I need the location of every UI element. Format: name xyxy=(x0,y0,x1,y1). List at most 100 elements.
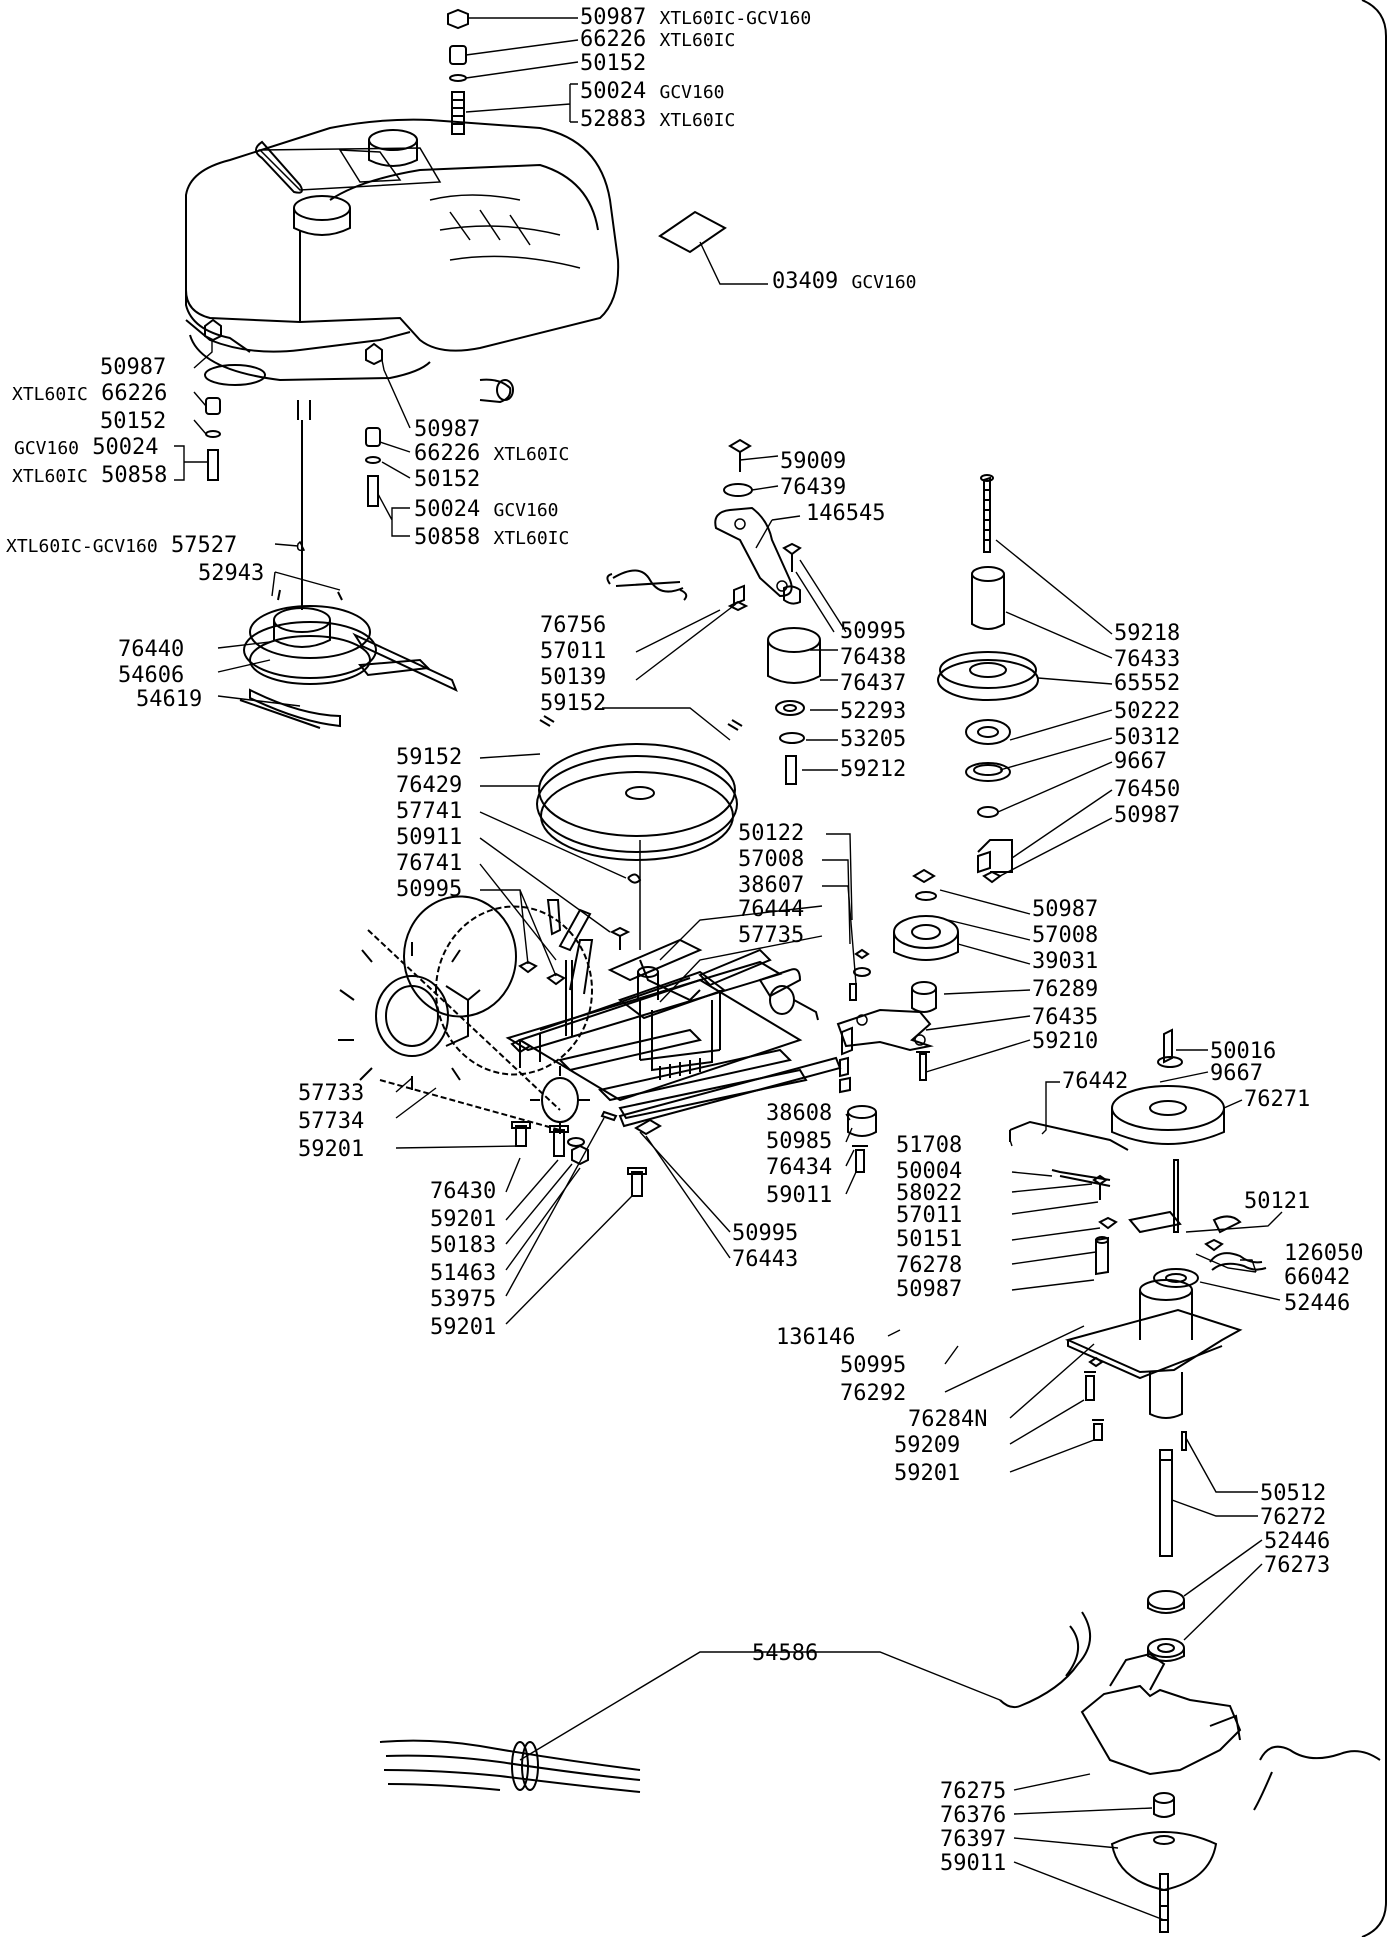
model-suffix: XTL60IC xyxy=(493,528,570,549)
part-number: 76275 xyxy=(940,1779,1007,1804)
part-number: 52293 xyxy=(840,699,907,724)
label-65552: 65552 xyxy=(1114,672,1180,696)
part-number: 59201 xyxy=(430,1315,497,1340)
label-57008-left: 57008 xyxy=(738,848,804,872)
label-50121: 50121 xyxy=(1244,1190,1310,1214)
model-suffix: GCV160 xyxy=(659,82,725,103)
part-number: 76438 xyxy=(840,645,907,670)
label-57527: XTL60IC-GCV160 57527 xyxy=(6,534,237,559)
part-number: 57733 xyxy=(298,1081,365,1106)
label-57011-upper: 57011 xyxy=(540,640,606,664)
label-76271: 76271 xyxy=(1244,1088,1310,1112)
label-58022: 58022 xyxy=(896,1182,962,1206)
label-50987-center: 50987 xyxy=(1032,898,1098,922)
part-number: 76437 xyxy=(840,671,907,696)
label-76450: 76450 xyxy=(1114,778,1180,802)
part-number: 53205 xyxy=(840,727,907,752)
label-52446-upper: 52446 xyxy=(1284,1292,1350,1316)
label-50987-lower: 50987 xyxy=(896,1278,962,1302)
label-53205: 53205 xyxy=(840,728,906,752)
part-number: 57734 xyxy=(298,1109,365,1134)
label-76273: 76273 xyxy=(1264,1554,1330,1578)
part-number: 03409 xyxy=(772,269,839,294)
part-number: 66226 xyxy=(580,27,647,52)
part-number: 66226 xyxy=(414,441,481,466)
label-59011-bottom: 59011 xyxy=(940,1852,1006,1876)
part-number: 50183 xyxy=(430,1233,497,1258)
label-146545: 146545 xyxy=(806,502,885,526)
part-number: 76439 xyxy=(780,475,847,500)
model-prefix: XTL60IC xyxy=(12,384,88,405)
part-number: 50995 xyxy=(840,1353,907,1378)
label-50858-mid: 50858 XTL60IC xyxy=(414,526,569,551)
chain-drive-drawing xyxy=(338,895,819,1134)
label-57734: 57734 xyxy=(298,1110,364,1134)
part-number: 57008 xyxy=(1032,923,1099,948)
part-number: 57008 xyxy=(738,847,805,872)
label-76278: 76278 xyxy=(896,1254,962,1278)
label-76376: 76376 xyxy=(940,1804,1006,1828)
label-76440: 76440 xyxy=(118,638,184,662)
part-number: 76284N xyxy=(908,1407,988,1432)
label-50122: 50122 xyxy=(738,822,804,846)
label-59201-mid: 59201 xyxy=(430,1208,496,1232)
label-52446-lower: 52446 xyxy=(1264,1530,1330,1554)
part-number: 50121 xyxy=(1244,1189,1311,1214)
label-76433: 76433 xyxy=(1114,648,1180,672)
part-number: 51463 xyxy=(430,1261,497,1286)
mower-drive-assembly xyxy=(999,1028,1381,1933)
label-50152-left: 50152 xyxy=(100,410,166,434)
label-59152-upper: 59152 xyxy=(540,692,606,716)
engine-drawing xyxy=(185,118,620,610)
part-number: 50512 xyxy=(1260,1481,1327,1506)
label-50222: 50222 xyxy=(1114,700,1180,724)
part-number: 50152 xyxy=(580,51,647,76)
label-52293: 52293 xyxy=(840,700,906,724)
label-76292: 76292 xyxy=(840,1382,906,1406)
part-number: 76444 xyxy=(738,897,805,922)
label-50152-mid: 50152 xyxy=(414,468,480,492)
part-number: 53975 xyxy=(430,1287,497,1312)
label-50858-left: XTL60IC 50858 xyxy=(12,464,167,489)
label-52883-top: 52883 XTL60IC xyxy=(580,108,735,133)
part-number: 50151 xyxy=(896,1227,963,1252)
label-59201-left: 59201 xyxy=(298,1138,364,1162)
label-03409: 03409 GCV160 xyxy=(772,270,917,295)
part-number: 66226 xyxy=(101,381,168,406)
part-number: 50987 xyxy=(1032,897,1099,922)
part-number: 57735 xyxy=(738,923,805,948)
part-number: 59152 xyxy=(396,745,463,770)
part-number: 50004 xyxy=(896,1159,963,1184)
model-suffix: XTL60IC xyxy=(659,30,736,51)
label-66226-mid: 66226 XTL60IC xyxy=(414,442,569,467)
label-50024-left: GCV160 50024 xyxy=(14,436,159,461)
part-number: 57011 xyxy=(896,1203,963,1228)
part-number: 50312 xyxy=(1114,725,1181,750)
model-suffix: GCV160 xyxy=(493,500,559,521)
label-57735: 57735 xyxy=(738,924,804,948)
label-51708: 51708 xyxy=(896,1134,962,1158)
part-number: 50911 xyxy=(396,825,463,850)
part-number: 76433 xyxy=(1114,647,1181,672)
part-number: 76756 xyxy=(540,613,607,638)
label-50995-bottom: 50995 xyxy=(840,1354,906,1378)
label-76741: 76741 xyxy=(396,852,462,876)
part-number: 76289 xyxy=(1032,977,1099,1002)
label-50995-low: 50995 xyxy=(732,1222,798,1246)
label-66042: 66042 xyxy=(1284,1266,1350,1290)
label-57741: 57741 xyxy=(396,800,462,824)
label-9667-upper: 9667 xyxy=(1114,750,1167,774)
label-50911: 50911 xyxy=(396,826,462,850)
center-idler-assembly xyxy=(836,868,959,1173)
part-number: 76278 xyxy=(896,1253,963,1278)
label-50183: 50183 xyxy=(430,1234,496,1258)
part-number: 50222 xyxy=(1114,699,1181,724)
model-prefix: XTL60IC xyxy=(12,466,88,487)
part-number: 50995 xyxy=(840,619,907,644)
part-number: 59201 xyxy=(298,1137,365,1162)
part-number: 76430 xyxy=(430,1179,497,1204)
part-number: 50152 xyxy=(414,467,481,492)
label-76289: 76289 xyxy=(1032,978,1098,1002)
part-number: 59009 xyxy=(780,449,847,474)
part-number: 76434 xyxy=(766,1155,833,1180)
